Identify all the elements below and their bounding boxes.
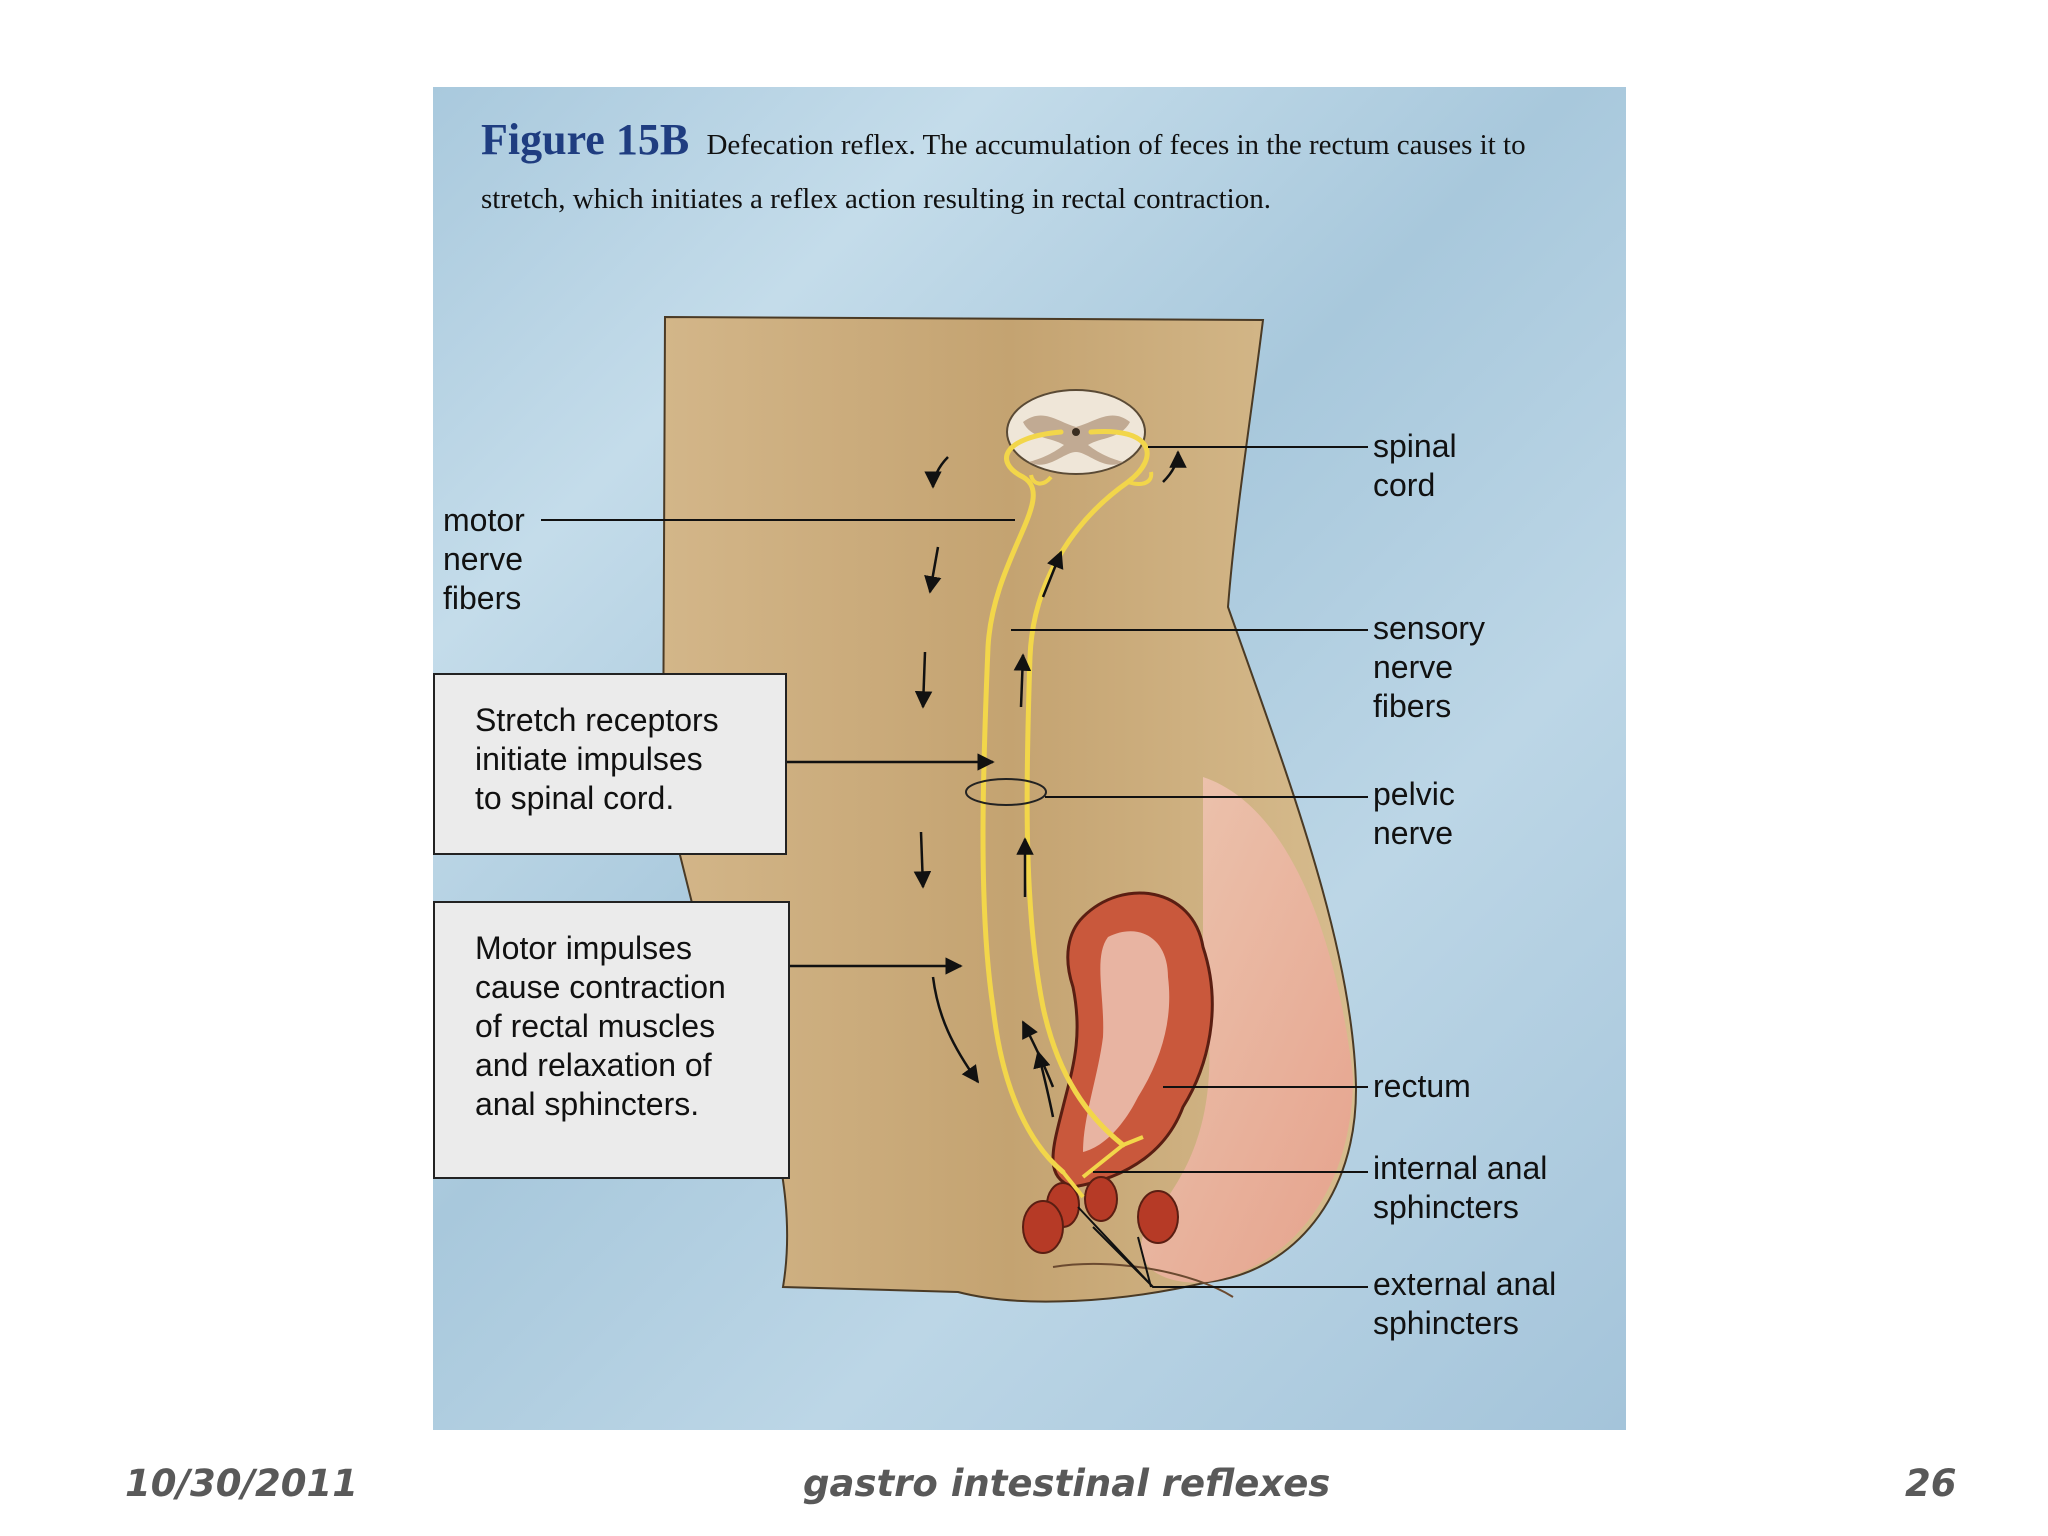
label-pelvic-nerve: pelvic nerve [1373, 776, 1455, 851]
external-sphincter-left [1022, 1200, 1064, 1254]
caption-text: Defecation reflex. The accumulation of f… [481, 129, 1526, 215]
motor-nerve-fiber [980, 429, 1066, 1175]
footer-page-number: 26 [1905, 1462, 1957, 1505]
box-arrows [785, 753, 995, 975]
motor-impulses-box: Motor impulses cause contraction of rect… [433, 901, 790, 1179]
label-sensory-nerve-fibers: sensory nerve fibers [1373, 610, 1486, 724]
leader-lines [541, 446, 1368, 1288]
label-spinal-cord: spinal cord [1373, 428, 1457, 503]
footer-date: 10/30/2011 [125, 1462, 358, 1505]
pelvic-nerve-ring [965, 778, 1047, 806]
external-sphincter-right [1137, 1190, 1179, 1244]
nerve-branch-lower [1061, 1135, 1144, 1199]
footer-title: gastro intestinal reflexes [803, 1462, 1331, 1505]
figure-number: Figure 15B [481, 115, 690, 164]
label-rectum: rectum [1373, 1068, 1471, 1104]
figure-caption: Figure 15B Defecation reflex. The accumu… [481, 113, 1591, 226]
flow-arrows [913, 450, 1187, 1118]
stretch-receptors-box: Stretch receptors initiate impulses to s… [433, 673, 787, 855]
figure-panel: Figure 15B Defecation reflex. The accumu… [433, 87, 1626, 1430]
buttock-region [1141, 777, 1353, 1283]
spinal-gray-matter [1023, 415, 1130, 465]
anatomy-illustration [541, 315, 1368, 1303]
internal-sphincter-right [1084, 1176, 1118, 1222]
label-external-anal-sphincters: external anal sphincters [1373, 1266, 1557, 1341]
nerve-branch-cord [1029, 471, 1154, 486]
leg-crease [1052, 1262, 1234, 1298]
label-internal-anal-sphincters: internal anal sphincters [1373, 1150, 1548, 1225]
sensory-nerve-fiber [1024, 428, 1150, 1148]
rectum-inner [1083, 931, 1170, 1152]
label-motor-nerve-fibers: motor nerve fibers [443, 502, 525, 616]
